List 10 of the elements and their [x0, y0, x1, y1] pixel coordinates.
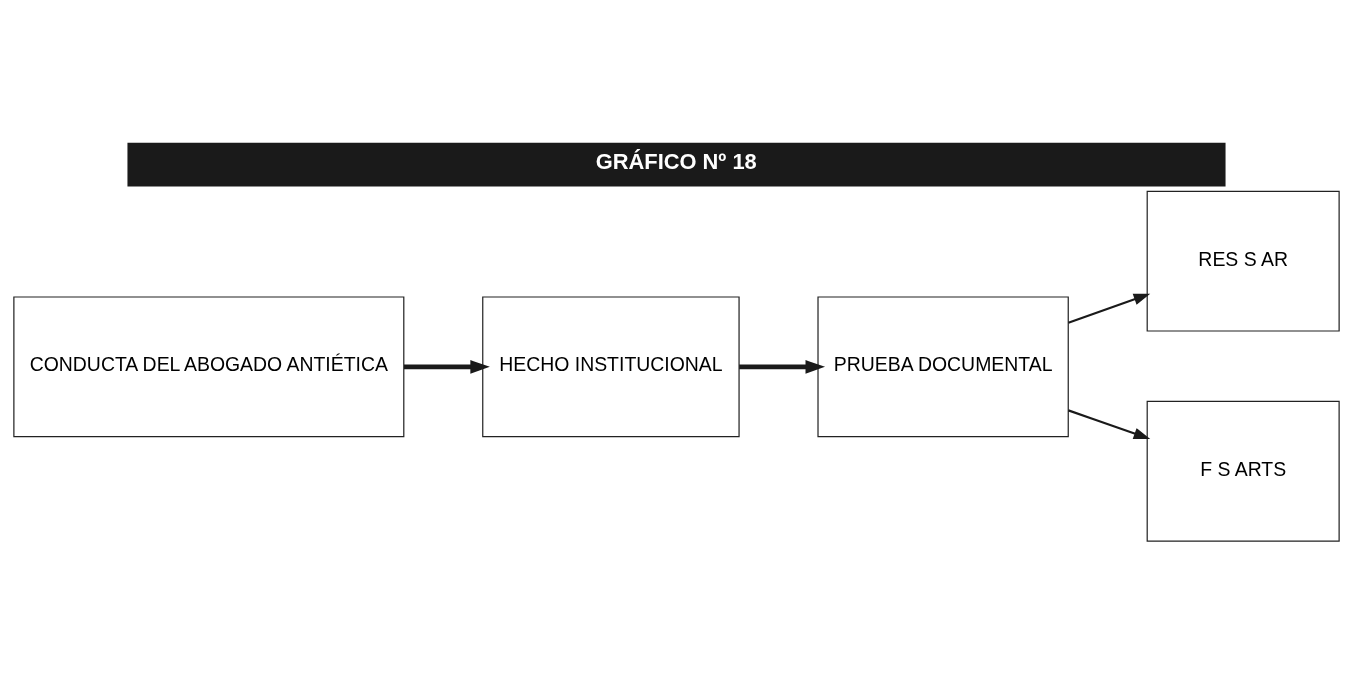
arrow: [739, 359, 825, 374]
arrow: [404, 359, 490, 374]
node-box: HECHO INSTITUCIONAL: [482, 295, 740, 437]
arrow: [1068, 408, 1151, 439]
arrow: [1068, 293, 1151, 324]
node-box: F S ARTS: [1146, 400, 1340, 542]
node-box: PRUEBA DOCUMENTAL: [817, 295, 1069, 437]
node-box: CONDUCTA DEL ABOGADO ANTIÉTICA: [13, 295, 405, 437]
diagram-title: GRÁFICO Nº 18: [595, 148, 757, 174]
node-box: RES S AR: [1146, 190, 1340, 332]
